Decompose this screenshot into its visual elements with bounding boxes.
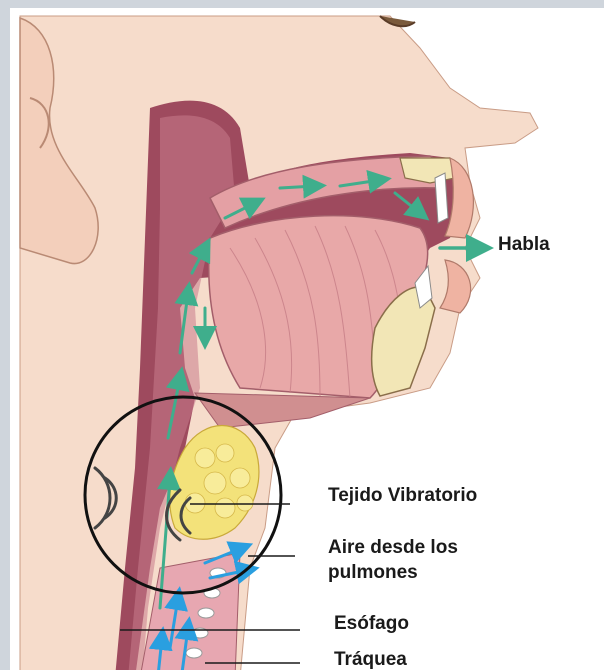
- label-air-line2: pulmones: [328, 561, 418, 585]
- label-vibratory-tissue: Tejido Vibratorio: [328, 484, 477, 508]
- label-speech: Habla: [498, 233, 550, 257]
- label-air-line1: Aire desde los: [328, 536, 458, 560]
- throat-anatomy-illustration: [10, 8, 604, 670]
- label-trachea: Tráquea: [334, 648, 407, 670]
- label-esophagus: Esófago: [334, 612, 409, 636]
